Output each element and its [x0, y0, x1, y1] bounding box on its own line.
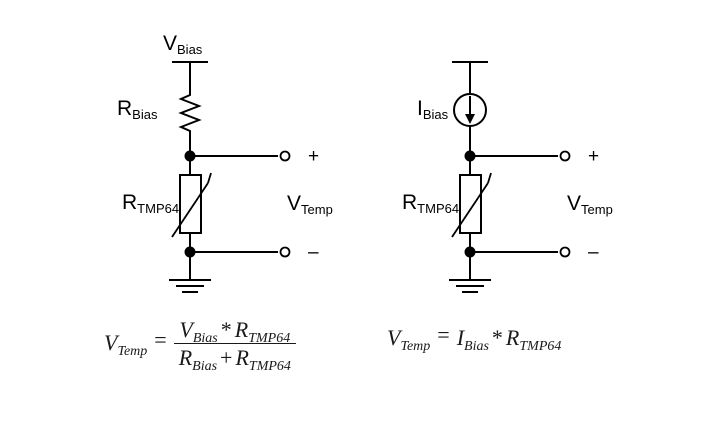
plus-sign-left: +: [308, 146, 320, 167]
rtmp64-variable-arrow-head: [487, 172, 492, 184]
resistor-divider-circuit: [169, 61, 291, 293]
vbias-label: VBias: [163, 32, 203, 57]
rbias-label: RBias: [117, 97, 158, 122]
terminal-minus[interactable]: [279, 246, 291, 258]
divider-equation-lhs: VTemp: [104, 330, 148, 359]
rtmp64-body: [179, 174, 202, 234]
terminal-minus[interactable]: [559, 246, 571, 258]
divider-equation-denominator: RBias+RTMP64: [173, 343, 296, 374]
ibias-label: IBias: [417, 97, 449, 122]
ibias-arrow-head: [465, 114, 475, 124]
minus-sign-right: –: [588, 242, 599, 263]
rtmp64-variable-slash: [451, 182, 489, 238]
plus-sign-right: +: [588, 146, 600, 167]
current-source-equation-equals: =: [437, 322, 450, 347]
terminal-plus[interactable]: [559, 150, 571, 162]
minus-sign-left: –: [308, 242, 319, 263]
rtmp64-body: [459, 174, 482, 234]
current-source-circuit: [449, 61, 571, 293]
divider-equation-equals: =: [154, 326, 167, 352]
rtmp64-label-right: RTMP64: [402, 191, 460, 216]
terminal-plus[interactable]: [279, 150, 291, 162]
vtemp-label-left: VTemp: [287, 192, 333, 217]
current-source-equation-lhs: VTemp: [387, 325, 431, 355]
rtmp64-variable-slash: [171, 182, 209, 238]
divider-equation: VTemp = VBias*RTMP64 RBias+RTMP64: [104, 317, 296, 374]
rbias-zigzag-symbol: [178, 90, 202, 151]
vtemp-label-right: VTemp: [567, 192, 613, 217]
rtmp64-variable-arrow-head: [207, 172, 212, 184]
current-source-equation-rhs: IBias*RTMP64: [456, 325, 562, 355]
divider-equation-numerator: VBias*RTMP64: [179, 317, 291, 346]
rtmp64-label-left: RTMP64: [122, 191, 180, 216]
current-source-equation: VTemp = IBias*RTMP64: [387, 322, 562, 355]
divider-equation-fraction: VBias*RTMP64 RBias+RTMP64: [173, 317, 296, 374]
